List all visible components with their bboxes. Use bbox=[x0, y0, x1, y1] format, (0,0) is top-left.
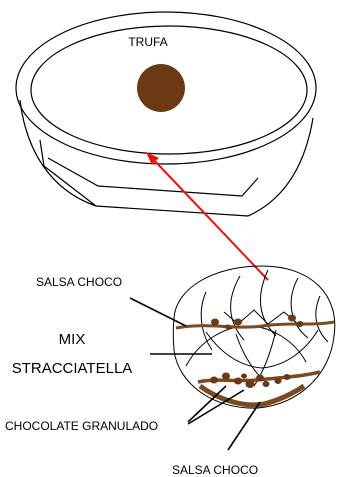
sauce-band-top bbox=[176, 322, 334, 328]
chocolate-granulado-label: CHOCOLATE GRANULADO bbox=[5, 419, 158, 433]
leader-salsa-top bbox=[130, 298, 186, 326]
stracciatella-label: STRACCIATELLA bbox=[12, 360, 133, 377]
cross-section bbox=[173, 266, 335, 408]
trufa-label: TRUFA bbox=[128, 35, 167, 49]
leader-salsa-bottom bbox=[228, 402, 260, 450]
mix-label: MIX bbox=[59, 331, 86, 348]
truffle-ball bbox=[137, 64, 185, 112]
salsa-choco-bottom-label: SALSA CHOCO bbox=[172, 463, 258, 477]
sphere-outline bbox=[173, 266, 335, 408]
cup-body bbox=[20, 100, 313, 216]
salsa-choco-top-label: SALSA CHOCO bbox=[36, 275, 122, 289]
transfer-arrow bbox=[147, 153, 268, 280]
